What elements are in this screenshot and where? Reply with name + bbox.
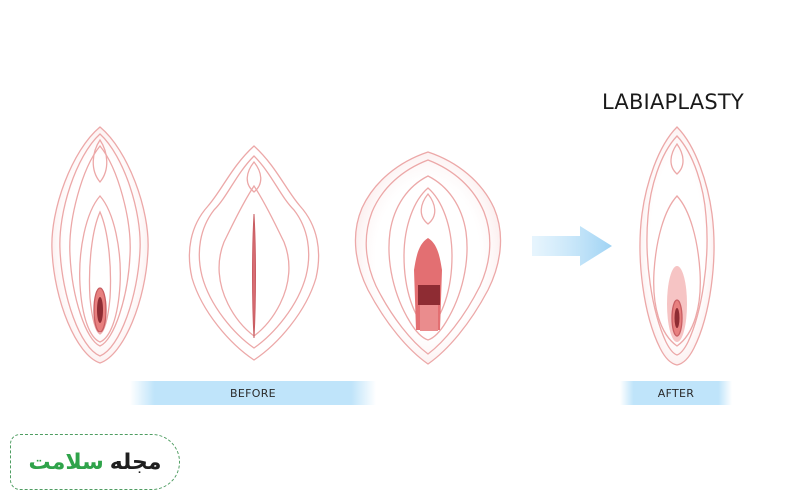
logo-word-accent: سلامت (28, 449, 104, 475)
before-figure-3 (354, 151, 502, 365)
logo-word-primary: مجله (109, 449, 162, 475)
site-logo: مجله سلامت (10, 434, 180, 490)
after-label: AFTER (657, 386, 695, 400)
after-label-bar: AFTER (620, 381, 732, 405)
before-figure-2 (188, 145, 320, 361)
page-title: LABIAPLASTY (602, 90, 744, 114)
transition-arrow (532, 226, 612, 266)
after-figure (639, 126, 715, 366)
before-label-bar: BEFORE (130, 381, 376, 405)
before-figure-1 (51, 126, 149, 364)
before-label: BEFORE (230, 386, 276, 400)
